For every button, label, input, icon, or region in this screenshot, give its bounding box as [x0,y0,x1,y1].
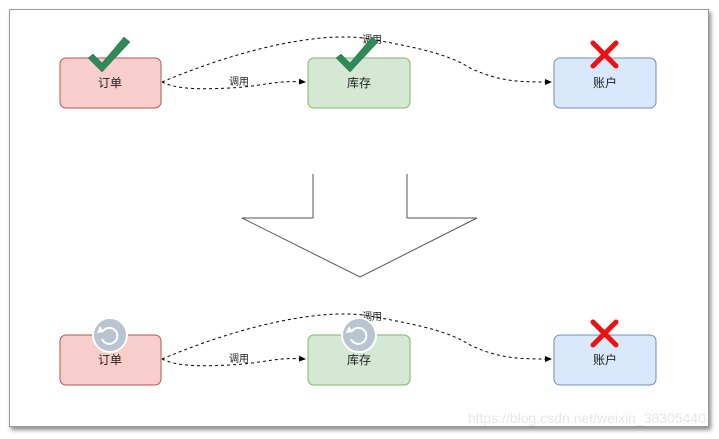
rollback-icon [341,317,377,353]
node-account[interactable]: 账户 [553,57,657,109]
cross-icon [590,40,619,69]
edge-order-to-account [161,313,552,362]
node-label: 订单 [98,76,122,90]
node-label: 库存 [347,352,371,367]
node-label: 订单 [98,353,122,367]
edge-order-to-stock [161,355,306,367]
node-label: 账户 [593,352,617,367]
scenario-after: 调用 调用 订单 库存 账户 [59,311,657,386]
node-order[interactable]: 订单 [59,57,162,109]
check-icon [87,36,131,73]
node-label: 库存 [347,75,371,90]
rollback-icon [92,317,128,353]
edge-order-to-stock [161,78,306,90]
edge-order-to-account [161,36,552,85]
node-account[interactable]: 账户 [553,334,657,386]
transition-arrow [241,174,478,278]
check-icon [335,36,379,73]
watermark: https://blog.csdn.net/weixin_38305440 [468,410,706,426]
edge-label: 调用 [229,353,249,365]
node-stock[interactable]: 库存 [307,334,411,386]
edge-label: 调用 [229,76,249,88]
node-stock[interactable]: 库存 [307,57,411,109]
cross-icon [590,319,619,348]
scenario-before: 调用 调用 订单 库存 账户 [59,34,657,109]
node-order[interactable]: 订单 [59,334,162,386]
node-label: 账户 [593,75,617,90]
